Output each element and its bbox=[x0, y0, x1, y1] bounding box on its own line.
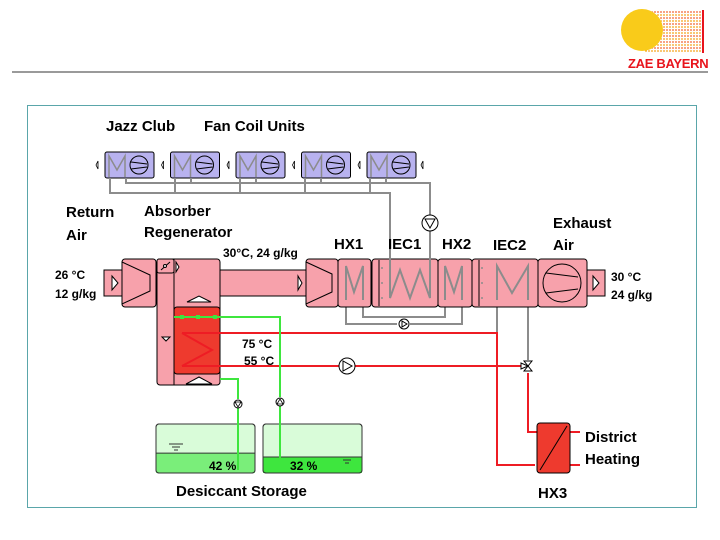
air-outlet-icon bbox=[95, 160, 99, 170]
supply-temp-label: 75 °C bbox=[242, 337, 273, 351]
mid-air-state-label: 30°C, 24 g/kg bbox=[223, 246, 298, 260]
jazz-club-label: Jazz Club bbox=[106, 118, 176, 135]
desiccant-tank-1 bbox=[155, 423, 256, 474]
fan-coil-unit[interactable] bbox=[161, 151, 220, 179]
inlet-temp-label: 26 °C bbox=[55, 268, 86, 282]
fan-coil-unit[interactable] bbox=[357, 151, 417, 179]
inlet-humidity-label: 12 g/kg bbox=[55, 287, 97, 301]
diagram-frame bbox=[27, 105, 697, 508]
hx3-label: HX3 bbox=[538, 485, 568, 502]
coil-zigzags bbox=[345, 255, 529, 301]
iec-spray-nozzles bbox=[381, 267, 483, 299]
hot-water-pump-icon[interactable] bbox=[338, 357, 356, 375]
air-outlet-icon bbox=[420, 160, 424, 170]
absorber-label-1: Absorber bbox=[144, 203, 211, 220]
hx3-district-heat-exchanger bbox=[536, 422, 571, 474]
air-outlet-icon bbox=[226, 160, 230, 170]
return-air-label-1: Return bbox=[66, 204, 115, 221]
desiccant-storage-label: Desiccant Storage bbox=[176, 483, 307, 500]
absorber-label-2: Regenerator bbox=[144, 224, 233, 241]
exhaust-air-label-2: Air bbox=[553, 237, 574, 254]
air-outlet-icon bbox=[161, 160, 164, 170]
iec2-label: IEC2 bbox=[493, 237, 527, 254]
return-air-label-2: Air bbox=[66, 227, 87, 244]
hx1-label: HX1 bbox=[334, 236, 364, 253]
district-heating-label-2: Heating bbox=[585, 451, 641, 468]
iec1-label: IEC1 bbox=[388, 236, 422, 253]
return-temp-label: 55 °C bbox=[244, 354, 275, 368]
brand-name: ZAE BAYERN bbox=[628, 56, 709, 71]
desiccant-pump-2-icon[interactable] bbox=[275, 397, 285, 407]
desiccant-tank-2 bbox=[262, 423, 363, 474]
hx-loop-pump-icon[interactable] bbox=[398, 318, 410, 330]
zae-logo-icon bbox=[621, 9, 704, 53]
tank1-level-label: 42 % bbox=[209, 459, 237, 473]
exhaust-air-label-1: Exhaust bbox=[553, 215, 612, 232]
outlet-humidity-label: 24 g/kg bbox=[611, 288, 653, 302]
fan-coil-units-label: Fan Coil Units bbox=[204, 118, 305, 135]
connecting-duct bbox=[219, 269, 307, 297]
tank2-level-label: 32 % bbox=[290, 459, 318, 473]
hx2-label: HX2 bbox=[442, 236, 472, 253]
tank-dip-pipes bbox=[237, 420, 281, 470]
air-outlet-icon bbox=[357, 160, 361, 170]
outlet-temp-label: 30 °C bbox=[611, 270, 642, 284]
fan-coil-pump-icon[interactable] bbox=[421, 214, 439, 232]
fan-coil-unit[interactable] bbox=[292, 151, 351, 179]
desiccant-pump-1-icon[interactable] bbox=[233, 399, 243, 409]
fan-coil-unit[interactable] bbox=[95, 151, 155, 179]
fan-coil-units bbox=[95, 151, 424, 179]
air-outlet-icon bbox=[292, 160, 295, 170]
district-heating-label-1: District bbox=[585, 429, 637, 446]
three-way-valve-icon[interactable] bbox=[520, 360, 534, 372]
fan-coil-unit[interactable] bbox=[226, 151, 286, 179]
desiccant-sprayers bbox=[180, 315, 217, 319]
